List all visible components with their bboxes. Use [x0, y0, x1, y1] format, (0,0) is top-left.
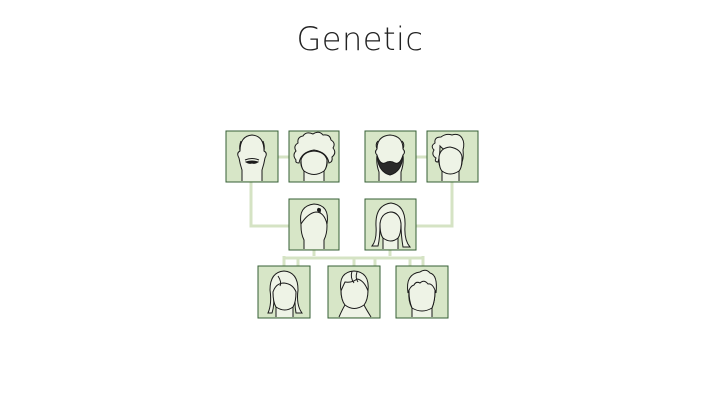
connector-lines — [249, 155, 454, 266]
child-2-box — [327, 265, 381, 319]
grandmother-maternal-box — [426, 130, 479, 183]
spiky-hair-child-icon — [338, 270, 372, 318]
bald-man-mustache-icon — [237, 134, 267, 181]
child-1-box — [257, 265, 311, 319]
shaggy-hair-child-icon — [267, 270, 303, 317]
short-hair-man-icon — [300, 203, 328, 249]
slide-title: Genetic — [296, 20, 424, 58]
grandmother-paternal-box — [288, 130, 340, 183]
long-hair-woman-icon — [370, 202, 412, 249]
grandfather-paternal-box — [225, 130, 279, 183]
bald-man-beard-icon — [375, 134, 405, 181]
child-3-box — [395, 265, 449, 319]
bun-hair-woman-icon — [431, 133, 465, 181]
grandfather-maternal-box — [364, 130, 417, 183]
tousled-hair-child-icon — [407, 269, 437, 317]
mother-box — [364, 198, 417, 251]
father-box — [288, 198, 340, 251]
curly-hair-woman-icon — [293, 131, 336, 181]
